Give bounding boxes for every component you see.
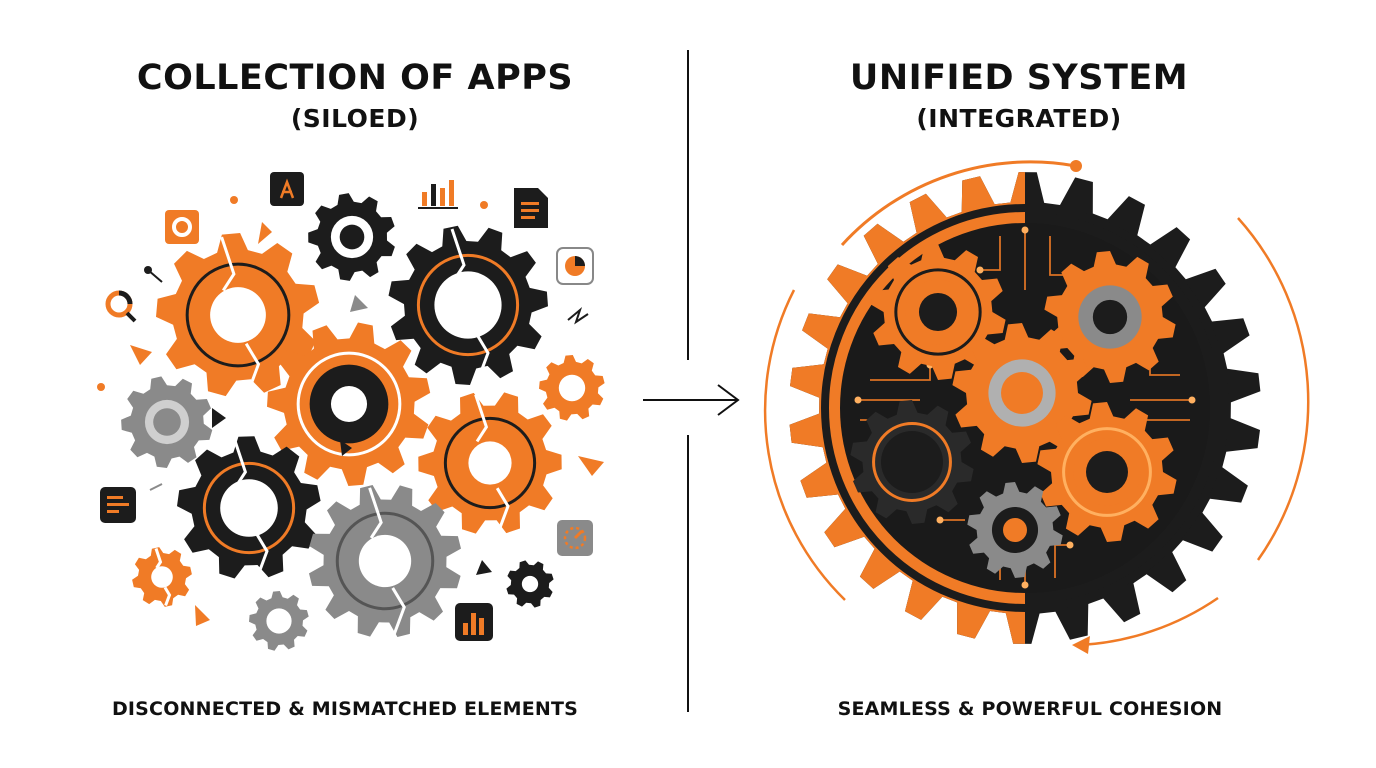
- app-store-icon: [270, 172, 304, 206]
- broken-gear-11: [249, 591, 309, 651]
- document-icon: [514, 188, 548, 228]
- broken-gear-9: [309, 485, 461, 637]
- left-caption: DISCONNECTED & MISMATCHED ELEMENTS: [111, 698, 579, 720]
- right-caption: SEAMLESS & POWERFUL COHESION: [837, 698, 1223, 720]
- debris-fragments: [97, 196, 604, 626]
- orbit-arc-top: [840, 160, 1077, 247]
- search-icon: [105, 290, 137, 323]
- integrated-gear-3: [952, 323, 1092, 463]
- broken-gear-4: [267, 322, 431, 486]
- broken-gear-1: [156, 233, 320, 397]
- list-icon: [100, 487, 136, 523]
- orbit-dot-top: [1070, 160, 1082, 172]
- unified-gear-system: [763, 160, 1310, 654]
- broken-gear-5: [121, 376, 213, 468]
- right-subtitle: (INTEGRATED): [916, 104, 1122, 133]
- right-title: UNIFIED SYSTEM: [849, 58, 1189, 98]
- left-title: COLLECTION OF APPS: [136, 58, 574, 98]
- integrated-gear-2: [1044, 251, 1176, 383]
- broken-gear-7: [418, 392, 562, 534]
- integrated-gear-4: [850, 400, 974, 524]
- broken-gear-8: [177, 436, 321, 579]
- bar-chart-icon: [418, 180, 458, 209]
- orbit-arc-left: [763, 289, 846, 601]
- gear-icon: [165, 210, 199, 244]
- orbit-arc-right: [1237, 217, 1310, 561]
- arrow-right-icon: [643, 384, 740, 416]
- left-subtitle: (SILOED): [290, 104, 420, 133]
- integrated-gear-6: [967, 482, 1063, 578]
- analytics-icon: [455, 603, 493, 641]
- integrated-gear-5: [1037, 402, 1177, 542]
- dashboard-icon: [557, 520, 593, 556]
- broken-gear-3: [388, 225, 548, 385]
- pie-chart-icon: [556, 247, 594, 285]
- broken-gear-6: [539, 355, 605, 421]
- broken-gear-10: [132, 547, 192, 607]
- broken-gear-12: [506, 560, 554, 608]
- siloed-gears-cluster: [121, 193, 605, 651]
- orbit-arc-bottom: [1079, 596, 1219, 647]
- orbit-arrowhead: [1072, 636, 1090, 654]
- broken-gear-2: [308, 193, 395, 281]
